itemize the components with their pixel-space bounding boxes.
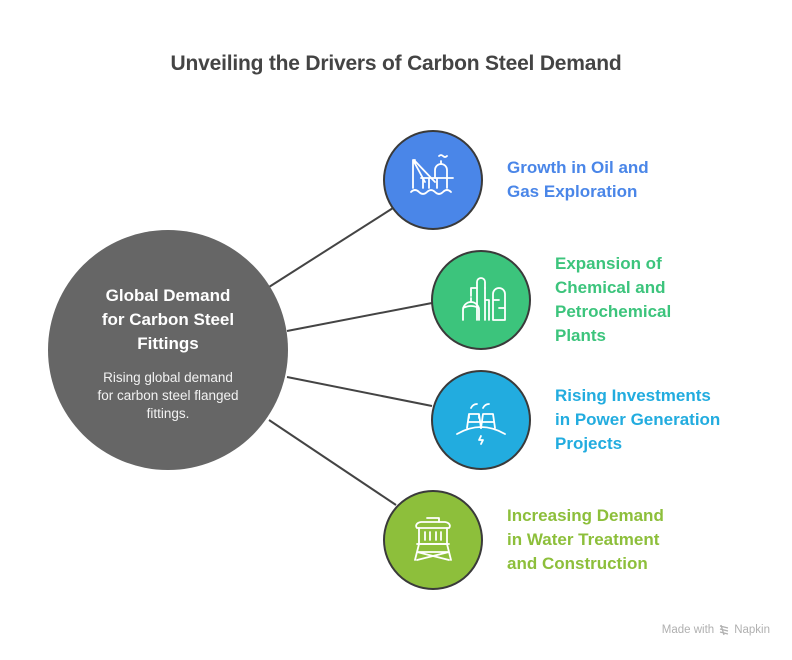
driver-label-line: Increasing Demand <box>507 506 664 525</box>
connector-line-0 <box>268 207 394 288</box>
driver-label-line: Growth in Oil and <box>507 158 649 177</box>
driver-label-oil-gas: Growth in Oil and Gas Exploration <box>507 156 707 204</box>
power-plant-icon <box>456 403 506 445</box>
water-tower-icon <box>414 517 452 561</box>
driver-label-line: in Power Generation <box>555 410 721 429</box>
hub-description-line: fittings. <box>146 406 190 421</box>
driver-label-line: Petrochemical <box>555 302 672 321</box>
driver-circle-2 <box>431 370 531 470</box>
driver-label-line: in Water Treatment <box>507 530 660 549</box>
hub-description: Rising global demand for carbon steel fl… <box>68 369 268 423</box>
offshore-oil-rig-icon <box>410 154 454 195</box>
driver-circle-3 <box>383 490 483 590</box>
driver-label-line: and Construction <box>507 554 648 573</box>
driver-label-line: Plants <box>555 326 607 345</box>
driver-label-chemical: Expansion of Chemical and Petrochemical … <box>555 252 755 348</box>
page-title: Unveiling the Drivers of Carbon Steel De… <box>170 52 622 75</box>
driver-label-line: Rising Investments <box>555 386 711 405</box>
driver-label-water: Increasing Demand in Water Treatment and… <box>507 504 727 576</box>
napkin-brand-text: Napkin <box>734 624 770 636</box>
connector-line-2 <box>286 376 433 407</box>
hub-description-line: Rising global demand <box>103 370 233 385</box>
napkin-logo-icon <box>720 624 729 636</box>
connector-line-3 <box>268 419 397 506</box>
connector-line-1 <box>286 302 433 332</box>
hub-description-line: for carbon steel flanged <box>97 388 239 403</box>
driver-label-line: Projects <box>555 434 623 453</box>
hub-title: Global Demand for Carbon Steel Fittings <box>68 284 268 356</box>
driver-label-line: Expansion of <box>555 254 662 273</box>
driver-label-line: Chemical and <box>555 278 666 297</box>
hub-title-line: for Carbon Steel <box>101 310 235 329</box>
hub-title-line: Fittings <box>137 334 199 353</box>
driver-label-line: Gas Exploration <box>507 182 638 201</box>
watermark: Made with Napkin <box>662 624 770 636</box>
driver-label-power: Rising Investments in Power Generation P… <box>555 384 775 456</box>
driver-circle-1 <box>431 250 531 350</box>
hub-circle <box>48 230 288 470</box>
hub-title-line: Global Demand <box>105 286 231 305</box>
chemical-plant-icon <box>462 277 506 321</box>
made-with-text: Made with <box>661 624 715 636</box>
